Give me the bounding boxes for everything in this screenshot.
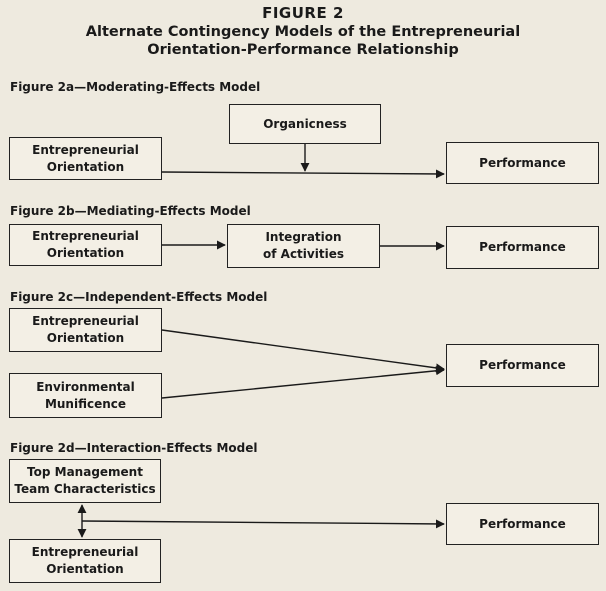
figure-title-line-2: Orientation-Performance Relationship	[147, 42, 459, 58]
panel-a-eo-line2: Orientation	[46, 159, 125, 174]
panel-b-performance-box: Performance	[446, 226, 599, 269]
panel-b-performance-text: Performance	[479, 240, 566, 254]
panel-b-eo-line2: Orientation	[46, 246, 125, 260]
panel-d-eo-line2: Orientation	[46, 562, 124, 576]
panel-a-main-arrow	[161, 169, 445, 179]
panel-c-env-line2: Munificence	[44, 396, 127, 411]
panel-c-performance-text: Performance	[479, 358, 566, 372]
figure-title-line-1: Alternate Contingency Models of the Entr…	[85, 24, 521, 40]
panel-a-performance-text: Performance	[479, 155, 566, 170]
panel-d-eo-line1: Entrepreneurial	[31, 545, 139, 559]
panel-c-eo-box: Entrepreneurial Orientation	[9, 308, 162, 352]
panel-c-eo-line1: Entrepreneurial	[32, 314, 139, 328]
panel-b-integration-line2: of Activities	[263, 247, 344, 261]
panel-c-eo-to-performance-arrow	[161, 329, 445, 373]
panel-a-performance-box: Performance	[446, 142, 599, 184]
panel-c-performance-box: Performance	[446, 344, 599, 387]
panel-c-label: Figure 2c—Independent-Effects Model	[10, 290, 268, 304]
panel-b-integration-line1: Integration	[265, 230, 342, 244]
panel-a-eo-box: Entrepreneurial Orientation	[9, 137, 162, 180]
panel-d-interaction-to-performance-arrow	[81, 519, 445, 529]
panel-c-eo-line2: Orientation	[46, 331, 125, 345]
panel-c-env-to-performance-arrow	[161, 366, 445, 399]
panel-b-eo-box: Entrepreneurial Orientation	[9, 224, 162, 266]
panel-d-eo-box: Entrepreneurial Orientation	[9, 539, 161, 583]
figure-title-block: FIGURE 2 Alternate Contingency Models of…	[0, 4, 606, 59]
panel-d-tmt-box: Top Management Team Characteristics	[9, 459, 161, 503]
panel-a-organicness-text: Organicness	[263, 116, 347, 131]
panel-b-label: Figure 2b—Mediating-Effects Model	[10, 204, 251, 218]
panel-a-organicness-box: Organicness	[229, 104, 381, 144]
panel-a-eo-line1: Entrepreneurial	[32, 142, 139, 157]
panel-b-eo-line1: Entrepreneurial	[32, 229, 139, 243]
panel-d-tmt-line1: Top Management	[27, 465, 143, 479]
figure-number: FIGURE 2	[262, 4, 344, 22]
panel-d-performance-box: Performance	[446, 503, 599, 545]
panel-c-env-line1: Environmental	[36, 379, 135, 394]
panel-d-label: Figure 2d—Interaction-Effects Model	[10, 441, 258, 455]
panel-d-performance-text: Performance	[479, 516, 566, 531]
panel-d-tmt-line2: Team Characteristics	[14, 482, 156, 496]
panel-b-integration-box: Integration of Activities	[227, 224, 380, 268]
panel-a-label: Figure 2a—Moderating-Effects Model	[10, 80, 261, 94]
panel-c-env-box: Environmental Munificence	[9, 373, 162, 418]
